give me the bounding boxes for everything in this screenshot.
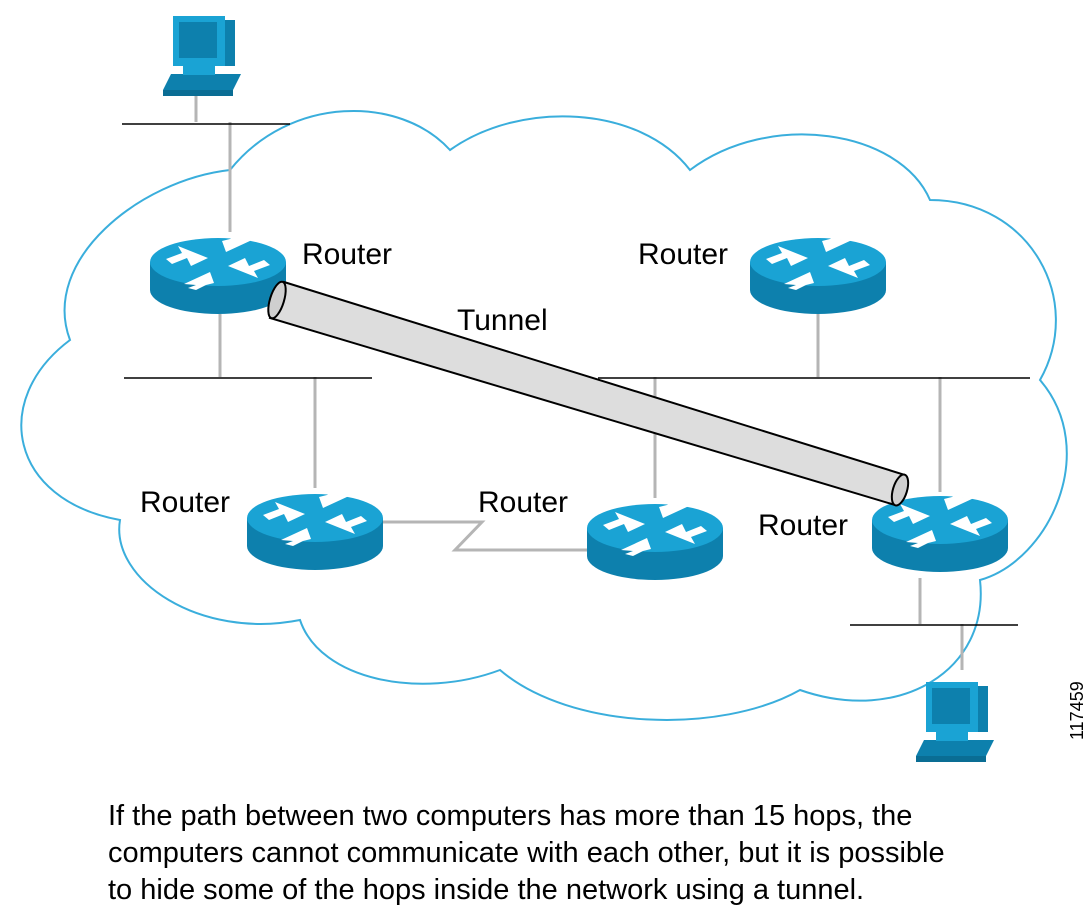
router-icon <box>750 234 886 314</box>
tunnel-label: Tunnel <box>457 304 548 337</box>
caption-line: computers cannot communicate with each o… <box>108 837 945 869</box>
router-label: Router <box>638 238 728 271</box>
router-icon <box>247 490 383 570</box>
figure-id: 117459 <box>1067 681 1087 740</box>
computer-icon <box>163 16 241 96</box>
router-label: Router <box>758 509 848 542</box>
router-label: Router <box>302 238 392 271</box>
caption-line: If the path between two computers has mo… <box>108 800 913 832</box>
router-icon <box>150 234 286 314</box>
figure-caption: If the path between two computers has mo… <box>108 798 1088 909</box>
computer-icon <box>916 682 994 762</box>
router-label: Router <box>478 486 568 519</box>
tunnel-pipe <box>267 280 910 507</box>
network-cloud <box>20 109 1068 721</box>
network-diagram: Router Router Router Router Router Tunne… <box>20 16 1087 762</box>
lan-segments <box>122 123 1030 626</box>
caption-line: to hide some of the hops inside the netw… <box>108 874 865 906</box>
network-links <box>194 92 964 670</box>
router-label: Router <box>140 486 230 519</box>
router-icon <box>587 500 723 580</box>
